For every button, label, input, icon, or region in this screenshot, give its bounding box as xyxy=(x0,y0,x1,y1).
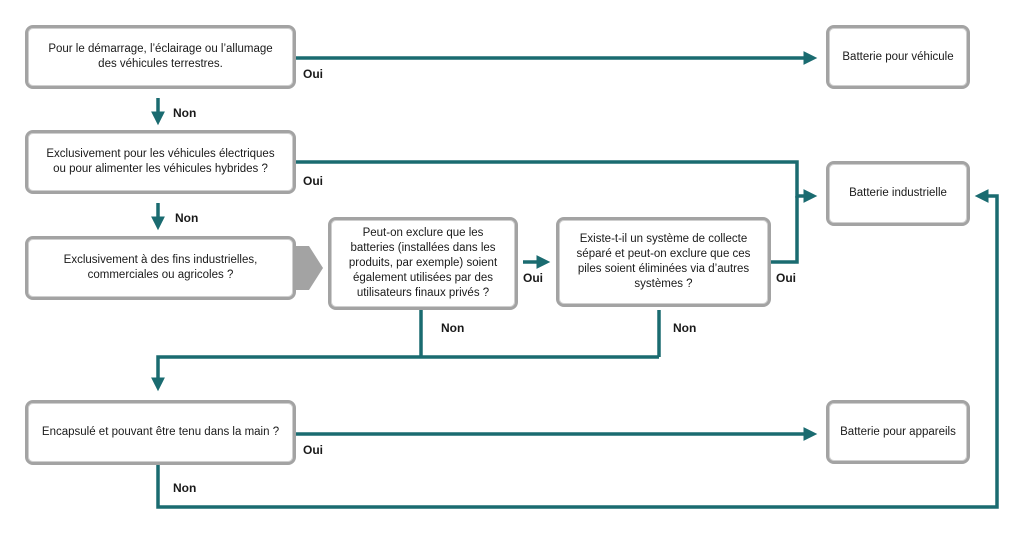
arrow-q2-yes-to-industrial-battery xyxy=(296,160,818,203)
question-box-exclude-private-end-users: Peut-on exclure que les batteries (insta… xyxy=(328,217,518,310)
result-text: Batterie pour véhicule xyxy=(842,50,954,63)
result-box-vehicle-battery: Batterie pour véhicule xyxy=(826,25,970,89)
label-yes-q1: Oui xyxy=(303,67,323,81)
label-yes-q5: Oui xyxy=(776,271,796,285)
question-text: Exclusivement à des fins industrielles, … xyxy=(63,254,258,281)
arrow-q6-no-to-industrial-battery xyxy=(156,189,999,509)
question-text: Pour le démarrage, l’éclairage ou l’allu… xyxy=(48,43,273,70)
result-box-industrial-battery: Batterie industrielle xyxy=(826,161,970,226)
label-no-q2: Non xyxy=(175,211,199,225)
arrow-q3-to-q4 xyxy=(296,246,323,290)
arrow-q5-yes-to-industrial-battery xyxy=(771,196,799,264)
label-no-q1: Non xyxy=(173,106,197,120)
label-yes-q6: Oui xyxy=(303,443,323,457)
question-box-starting-lighting-ignition: Pour le démarrage, l’éclairage ou l’allu… xyxy=(25,25,296,89)
label-no-q4: Non xyxy=(441,321,465,335)
question-box-industrial-commercial-agricultural: Exclusivement à des fins industrielles, … xyxy=(25,236,296,300)
result-text: Batterie industrielle xyxy=(849,187,947,199)
label-yes-q4: Oui xyxy=(523,271,543,285)
label-no-q5: Non xyxy=(673,321,697,335)
question-text: Existe-t-il un système de collecte sépar… xyxy=(576,233,751,290)
question-box-electric-hybrid-vehicles: Exclusivement pour les véhicules électri… xyxy=(25,130,296,194)
result-box-appliance-battery: Batterie pour appareils xyxy=(826,400,970,464)
question-box-sealed-handheld: Encapsulé et pouvant être tenu dans la m… xyxy=(25,400,296,465)
question-text: Peut-on exclure que les batteries (insta… xyxy=(348,227,498,299)
label-yes-q2: Oui xyxy=(303,174,323,188)
label-no-q6: Non xyxy=(173,481,197,495)
question-text: Encapsulé et pouvant être tenu dans la m… xyxy=(41,426,280,438)
question-text: Exclusivement pour les véhicules électri… xyxy=(46,148,275,175)
question-box-separate-collection-system: Existe-t-il un système de collecte sépar… xyxy=(556,217,771,307)
arrow-no-to-q6 xyxy=(151,355,659,392)
result-text: Batterie pour appareils xyxy=(840,425,956,438)
